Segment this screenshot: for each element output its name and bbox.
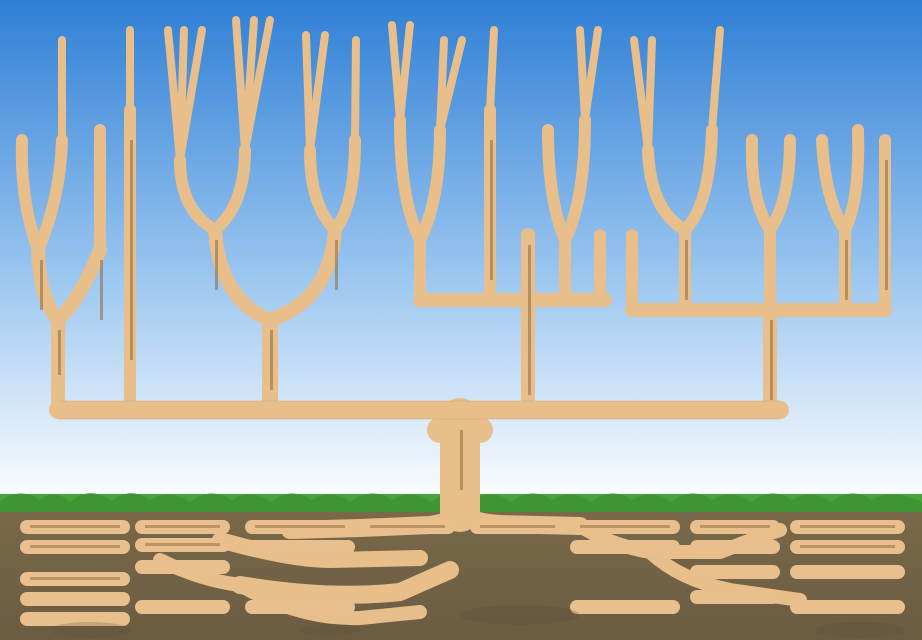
family-tree-diagram: [0, 0, 922, 640]
family-tree-svg: [0, 0, 922, 640]
